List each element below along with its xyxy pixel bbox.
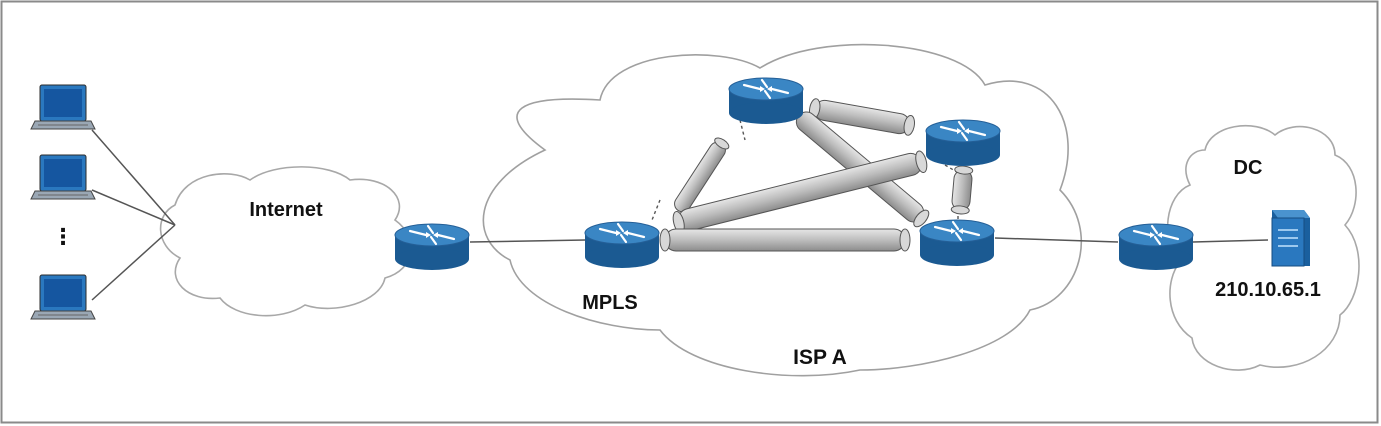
- tunnel-icon: [950, 165, 974, 215]
- router-icon: [1117, 222, 1195, 272]
- server-ip-label: 210.10.65.1: [1215, 279, 1321, 301]
- server-icon: [1271, 210, 1310, 267]
- router-icon: [393, 222, 471, 272]
- laptop-icon: [30, 154, 96, 200]
- isp-label: ISP A: [793, 346, 847, 369]
- router-icon: [583, 220, 661, 270]
- tunnel-icon: [672, 150, 928, 234]
- tunnel-icon: [659, 228, 911, 252]
- laptop-icon: [30, 274, 96, 320]
- internet-label: Internet: [249, 199, 323, 221]
- client-ellipsis: ⋮: [52, 224, 74, 249]
- router-icon: [918, 218, 996, 268]
- laptop-icon: [30, 84, 96, 130]
- dc-cloud: [1166, 124, 1360, 371]
- link-edge-mpls: [469, 239, 586, 243]
- link-laptop2-internet: [91, 189, 176, 226]
- tunnel-icon: [809, 98, 915, 136]
- link-laptop1-internet: [91, 129, 176, 226]
- mpls-tunnels: [659, 98, 974, 252]
- tunnel-icon: [674, 137, 730, 213]
- router-icon: [727, 76, 805, 126]
- router-icon: [924, 118, 1002, 168]
- internet-cloud: [159, 166, 412, 317]
- link-pe-dc-router: [994, 237, 1119, 243]
- mpls-label: MPLS: [582, 292, 638, 314]
- dc-label: DC: [1234, 157, 1263, 179]
- link-dc-router-server: [1192, 239, 1269, 243]
- link-laptop3-internet: [91, 224, 176, 301]
